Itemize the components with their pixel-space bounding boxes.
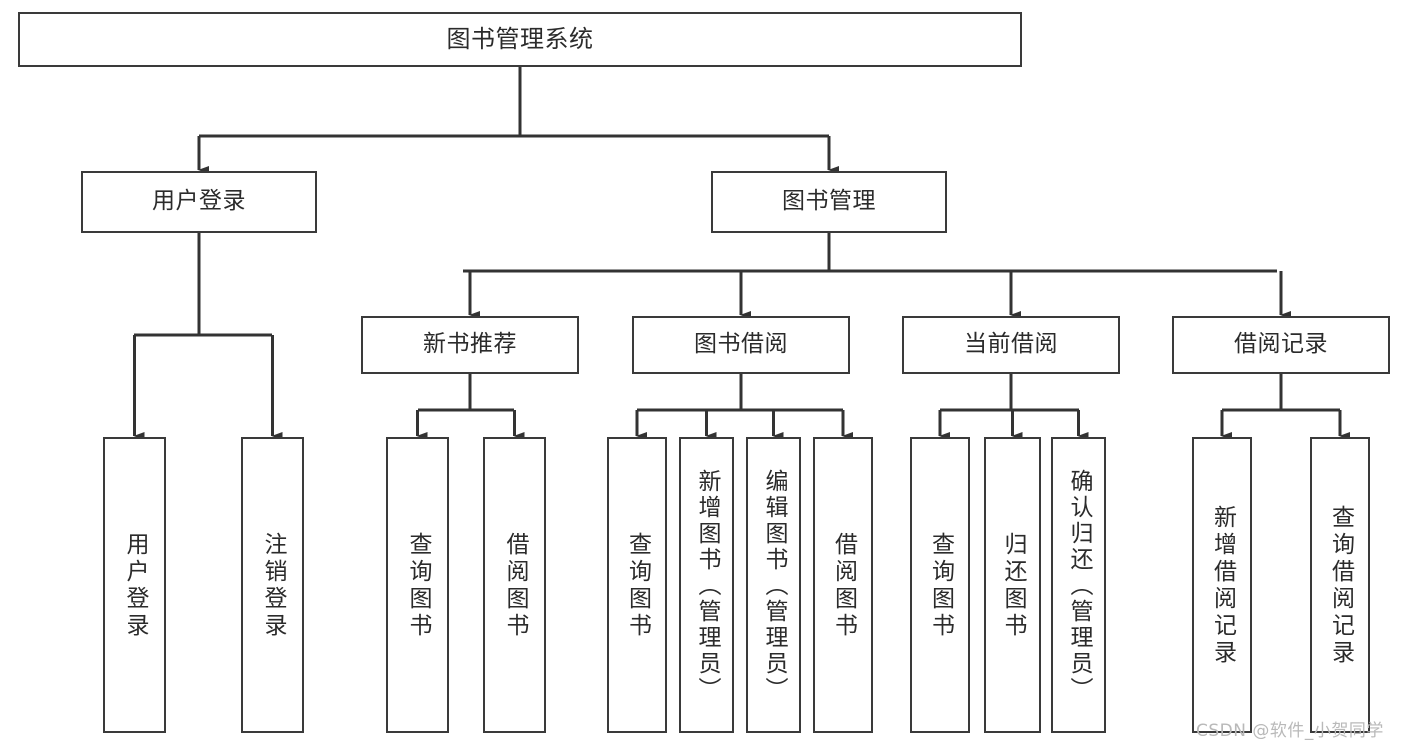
node-label: 新书推荐 xyxy=(423,331,517,358)
node-leaf-new-2[interactable]: 借阅图书 xyxy=(483,437,546,733)
node-leaf-cur-1[interactable]: 查询图书 xyxy=(910,437,970,733)
node-borrow[interactable]: 图书借阅 xyxy=(632,316,850,374)
node-label: 查询借阅记录 xyxy=(1327,505,1354,667)
node-leaf-bor-1[interactable]: 查询图书 xyxy=(607,437,667,733)
csdn-watermark: CSDN @软件_小贺同学 xyxy=(1196,721,1384,741)
edge-layer xyxy=(133,67,1350,440)
node-label: 用户登录 xyxy=(152,188,246,215)
node-leaf-login-2[interactable]: 注销登录 xyxy=(241,437,304,733)
node-newbook[interactable]: 新书推荐 xyxy=(361,316,579,374)
node-root[interactable]: 图书管理系统 xyxy=(18,12,1022,67)
node-label: 查询图书 xyxy=(405,532,431,640)
node-label: 图书管理系统 xyxy=(446,25,594,54)
node-leaf-new-1[interactable]: 查询图书 xyxy=(386,437,449,733)
node-leaf-cur-3[interactable]: 确认归还（管理员） xyxy=(1051,437,1106,733)
node-leaf-cur-2[interactable]: 归还图书 xyxy=(984,437,1041,733)
node-label: 图书借阅 xyxy=(694,331,788,358)
node-label: 查询图书 xyxy=(927,532,954,640)
node-current[interactable]: 当前借阅 xyxy=(902,316,1120,374)
node-label: 用户登录 xyxy=(122,532,148,640)
node-label: 注销登录 xyxy=(260,532,286,640)
node-label: 归还图书 xyxy=(1000,532,1026,640)
node-label: 新增图书（管理员） xyxy=(694,469,720,703)
node-login[interactable]: 用户登录 xyxy=(81,171,317,233)
node-label: 查询图书 xyxy=(624,532,651,640)
node-label: 图书管理 xyxy=(782,188,876,215)
node-leaf-bor-4[interactable]: 借阅图书 xyxy=(813,437,873,733)
node-label: 借阅记录 xyxy=(1234,331,1328,358)
node-leaf-bor-3[interactable]: 编辑图书（管理员） xyxy=(746,437,801,733)
node-records[interactable]: 借阅记录 xyxy=(1172,316,1390,374)
node-leaf-rec-2[interactable]: 查询借阅记录 xyxy=(1310,437,1370,733)
node-label: 编辑图书（管理员） xyxy=(761,469,787,703)
node-leaf-bor-2[interactable]: 新增图书（管理员） xyxy=(679,437,734,733)
node-leaf-login-1[interactable]: 用户登录 xyxy=(103,437,166,733)
node-label: 确认归还（管理员） xyxy=(1066,469,1092,703)
node-label: 新增借阅记录 xyxy=(1209,505,1236,667)
node-label: 借阅图书 xyxy=(830,532,857,640)
node-leaf-rec-1[interactable]: 新增借阅记录 xyxy=(1192,437,1252,733)
node-label: 当前借阅 xyxy=(964,331,1058,358)
node-bookmgmt[interactable]: 图书管理 xyxy=(711,171,947,233)
node-label: 借阅图书 xyxy=(502,532,528,640)
